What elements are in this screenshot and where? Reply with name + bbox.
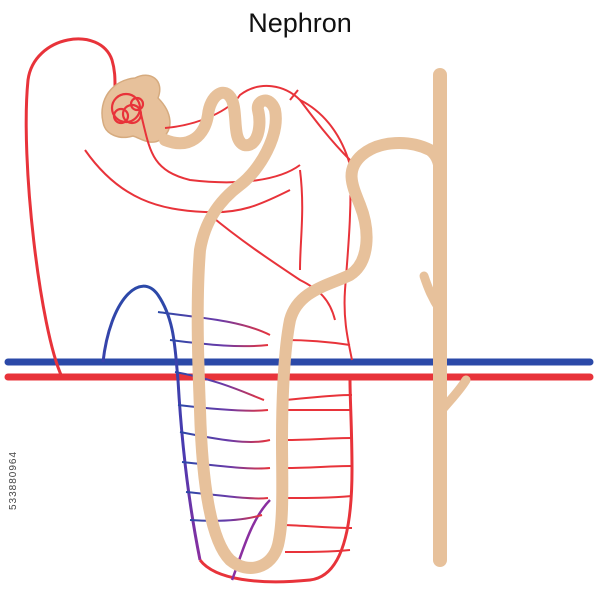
collecting-duct-branch-lower xyxy=(437,375,471,415)
collecting-duct-branch-upper xyxy=(419,271,445,315)
diagram-title: Nephron xyxy=(248,8,352,38)
vasa-recta-bottom xyxy=(230,499,271,581)
vasa-recta-ascending xyxy=(198,379,354,584)
peritubular-capillaries xyxy=(84,84,353,361)
vasa-recta-descending xyxy=(101,284,202,561)
capillary-ladder xyxy=(157,311,353,553)
glomerulus xyxy=(110,92,145,125)
bowmans-capsule xyxy=(101,74,171,143)
afferent-arteriole xyxy=(24,37,120,378)
renal-tubule xyxy=(159,86,446,574)
